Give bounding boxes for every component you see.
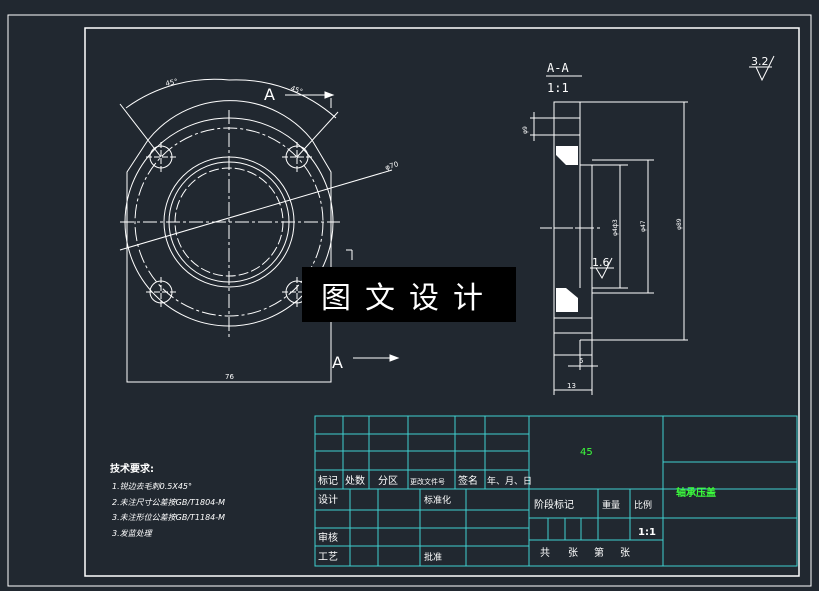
label-weight: 重量 (602, 499, 620, 511)
label-process: 工艺 (318, 551, 338, 563)
note-2: 2.未注尺寸公差按GB/T1804-M (112, 498, 225, 507)
watermark: 图文设计 (302, 267, 516, 322)
label-review: 审核 (318, 531, 338, 544)
corner-roughness-symbol (749, 55, 775, 82)
inner-frame (84, 27, 800, 577)
angle-arc-left (125, 78, 230, 109)
label-total: 共 (540, 547, 550, 559)
label-change-doc: 更改文件号 (410, 477, 445, 486)
dim-bore-large: φ47 (640, 220, 647, 232)
roughness-bore: 1.6 (592, 256, 610, 269)
section-view (530, 75, 688, 395)
dim-total-width: 13 (567, 382, 576, 390)
part-name: 轴承压盖 (676, 486, 716, 499)
label-page: 第 (594, 546, 604, 559)
label-standardize: 标准化 (424, 494, 451, 506)
label-design: 设计 (318, 493, 338, 506)
cut-label-top: A (264, 85, 275, 104)
label-scale: 比例 (634, 499, 652, 511)
scale-value: 1:1 (638, 527, 656, 538)
outer-border (7, 14, 812, 587)
label-sheets2: 张 (620, 547, 630, 559)
roughness-corner: 3.2 (751, 55, 769, 68)
note-3: 3.未注形位公差按GB/T1184-M (112, 513, 225, 522)
title-block (314, 415, 798, 567)
dim-bore-small: φ4ф3 (612, 219, 619, 236)
angle-left-label: 45° (165, 78, 179, 88)
label-date: 年、月、日 (487, 475, 532, 487)
dim-offset: 5 (579, 357, 583, 365)
label-zone: 分区 (378, 475, 398, 487)
bolt-hole-bl (149, 280, 173, 304)
material: 45 (580, 447, 593, 458)
diameter-label: φ70 (384, 160, 399, 172)
label-count: 处数 (345, 474, 365, 487)
cut-label-bottom: A (332, 353, 343, 372)
label-mark: 标记 (318, 475, 338, 487)
note-1: 1.锐边去毛刺0.5X45° (112, 482, 192, 491)
label-sign: 签名 (458, 474, 478, 487)
label-approve: 批准 (424, 551, 442, 563)
section-scale: 1:1 (547, 81, 569, 95)
dim-overall: φ89 (676, 218, 683, 230)
front-outline (126, 100, 332, 383)
label-stage: 阶段标记 (534, 498, 574, 511)
label-sheets1: 张 (568, 547, 578, 559)
section-label: A-A (547, 61, 569, 75)
front-view (119, 78, 400, 383)
width-label: 76 (225, 373, 234, 381)
angle-right-label: 45° (289, 84, 303, 96)
note-4: 3.发蓝处理 (112, 529, 153, 538)
dim-thick-top: φ9 (522, 126, 529, 134)
angle-arc-right (228, 79, 337, 119)
notes-title: 技术要求: (110, 462, 154, 475)
diameter-leader (119, 169, 393, 251)
